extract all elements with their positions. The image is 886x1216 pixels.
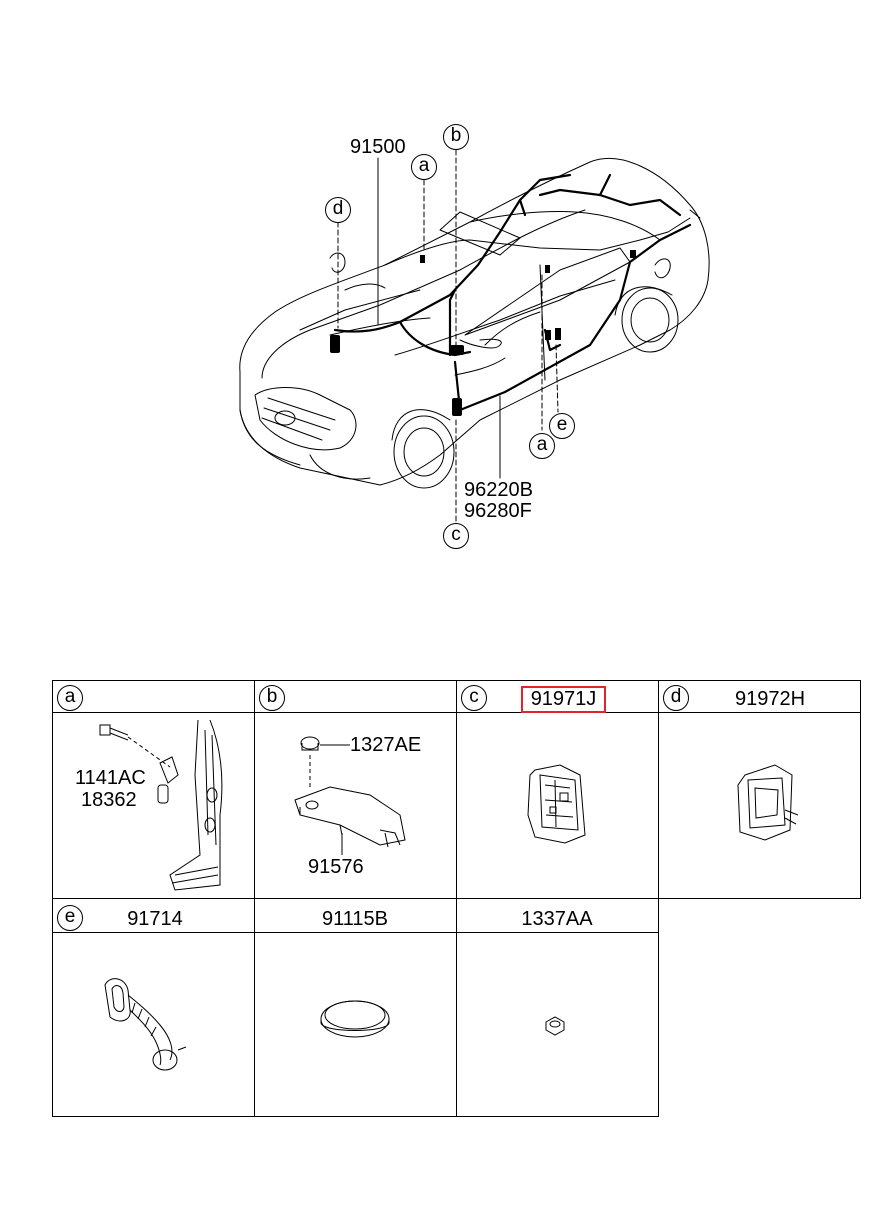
part-code-91115b: 91115B bbox=[322, 908, 388, 930]
part-code-91714: 91714 bbox=[127, 908, 183, 930]
cell-e-letter: e bbox=[57, 905, 83, 931]
part-code-91971j: 91971J bbox=[530, 688, 597, 710]
car-wiring-illustration bbox=[239, 149, 710, 523]
callout-e-side: e bbox=[549, 413, 575, 439]
part-code-highlight bbox=[521, 686, 606, 713]
part-b-illustration bbox=[294, 736, 406, 855]
part-label-18362: 18362 bbox=[81, 789, 137, 811]
part-a-illustration bbox=[99, 719, 223, 891]
callout-a-side: a bbox=[529, 433, 555, 459]
callout-c-bottom: c bbox=[443, 523, 469, 549]
cell-c-letter: c bbox=[461, 685, 487, 711]
part-label-91576: 91576 bbox=[308, 856, 364, 878]
part-d-illustration bbox=[737, 764, 799, 841]
part-e-illustration bbox=[104, 978, 187, 1071]
label-96220b: 96220B bbox=[464, 479, 533, 501]
cell-d-letter: d bbox=[663, 685, 689, 711]
callout-b-top: b bbox=[443, 124, 469, 150]
callout-a-top: a bbox=[411, 154, 437, 180]
connectors bbox=[330, 250, 636, 416]
car-body bbox=[239, 158, 710, 489]
label-91500: 91500 bbox=[350, 136, 406, 158]
part-code-91972h: 91972H bbox=[734, 688, 806, 710]
part-f-illustration bbox=[320, 1000, 390, 1038]
part-code-1337aa: 1337AA bbox=[521, 908, 593, 930]
part-label-1141ac: 1141AC bbox=[75, 767, 146, 789]
cell-b-letter: b bbox=[259, 685, 285, 711]
main-diagram: 91500 96220B 96280F a b d c a e bbox=[0, 0, 886, 600]
leader-lines bbox=[337, 149, 559, 523]
cell-a-letter: a bbox=[57, 685, 83, 711]
part-c-illustration bbox=[527, 764, 586, 844]
callout-d-top: d bbox=[325, 197, 351, 223]
part-g-illustration bbox=[545, 1016, 565, 1036]
part-label-1327ae: 1327AE bbox=[350, 734, 422, 756]
label-96280f: 96280F bbox=[464, 500, 532, 522]
